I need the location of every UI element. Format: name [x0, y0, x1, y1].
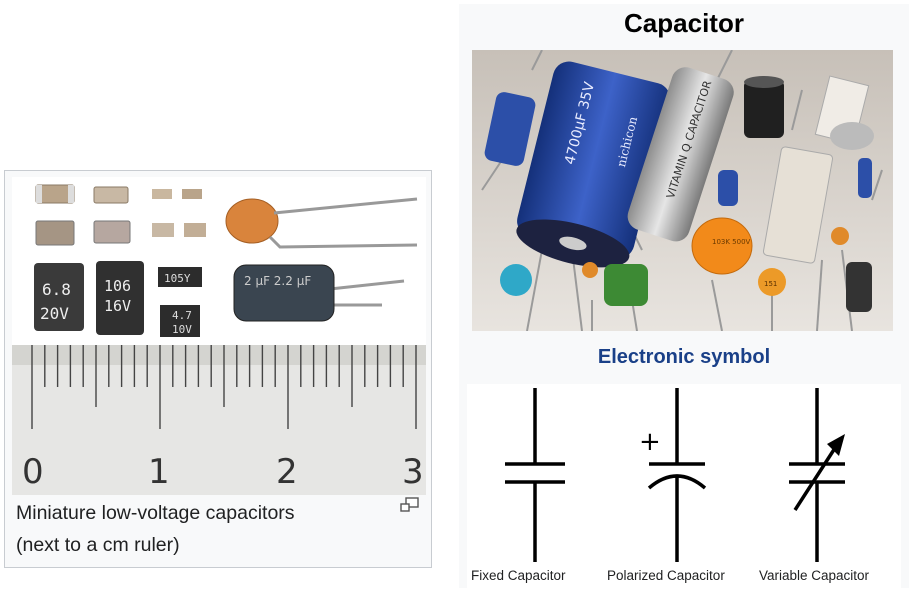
small-blue-radial: [718, 170, 738, 206]
green-film-capacitor: [604, 264, 648, 306]
ruler-ticks: [31, 345, 417, 429]
svg-text:16V: 16V: [104, 297, 131, 315]
ruler-number-1: 1: [148, 452, 170, 492]
magnify-clip-icon[interactable]: [399, 497, 421, 515]
variable-capacitor-label: Variable Capacitor: [759, 568, 870, 583]
ruler-number-2: 2: [276, 452, 298, 492]
caption-line-2: (next to a cm ruler): [16, 534, 180, 556]
infobox: Capacitor: [459, 4, 909, 588]
smd-capacitors: [35, 184, 206, 246]
arrow-head-icon: [827, 434, 845, 456]
ceramic-disc-capacitor: [225, 197, 418, 249]
teal-disc-capacitor: [500, 264, 532, 296]
trimmer-capacitor: [762, 75, 874, 264]
tantalum-capacitor-b: 106 16V: [96, 261, 144, 335]
small-orange-capacitor: 151: [758, 268, 786, 296]
svg-text:151: 151: [764, 280, 777, 288]
smd-capacitor-4-7: 4.7 10V: [160, 305, 200, 337]
smd-capacitor-105y: 105Y: [158, 267, 202, 287]
svg-text:105Y: 105Y: [164, 272, 191, 285]
polarity-plus-mark: +: [639, 427, 661, 457]
thumbnail-figure: 0 1 2 3: [4, 170, 432, 568]
svg-text:2 µF 2.2 µF: 2 µF 2.2 µF: [244, 274, 311, 288]
orange-disc-capacitor: 103K 500V: [691, 217, 753, 275]
capacitors-photo[interactable]: 4700µF 35V nichicon VITAMIN Q CAPACITOR: [472, 50, 893, 331]
black-radial-capacitor: [744, 76, 784, 138]
thumbnail-caption: Miniature low-voltage capacitors (next t…: [16, 497, 386, 561]
fixed-capacitor-label: Fixed Capacitor: [471, 568, 566, 583]
svg-text:103K 500V: 103K 500V: [712, 238, 751, 246]
svg-text:106: 106: [104, 277, 131, 295]
electronic-symbol-header: Electronic symbol: [597, 346, 771, 368]
infobox-title: Capacitor: [624, 8, 744, 38]
svg-text:6.8: 6.8: [42, 280, 71, 299]
capacitors-ruler-image[interactable]: 0 1 2 3: [12, 177, 426, 495]
svg-text:4.7: 4.7: [172, 309, 192, 322]
fixed-capacitor-symbol: [505, 388, 565, 562]
svg-text:20V: 20V: [40, 304, 69, 323]
electronic-symbols-panel[interactable]: + Fixed Capacitor Polarized Capacitor Va…: [467, 384, 901, 588]
variable-capacitor-symbol: [789, 388, 845, 562]
ruler-number-0: 0: [22, 452, 44, 492]
polarized-capacitor-label: Polarized Capacitor: [607, 568, 725, 583]
ruler-number-3: 3: [402, 452, 424, 492]
caption-line-1: Miniature low-voltage capacitors: [16, 502, 295, 524]
tantalum-capacitor-a: 6.8 20V: [34, 263, 84, 331]
polarized-capacitor-symbol: [647, 388, 707, 562]
small-blue-capacitor: [484, 92, 536, 166]
electrolytic-capacitor-small: 2 µF 2.2 µF: [233, 264, 405, 322]
svg-text:10V: 10V: [172, 323, 192, 336]
ruler-body: [12, 345, 426, 495]
